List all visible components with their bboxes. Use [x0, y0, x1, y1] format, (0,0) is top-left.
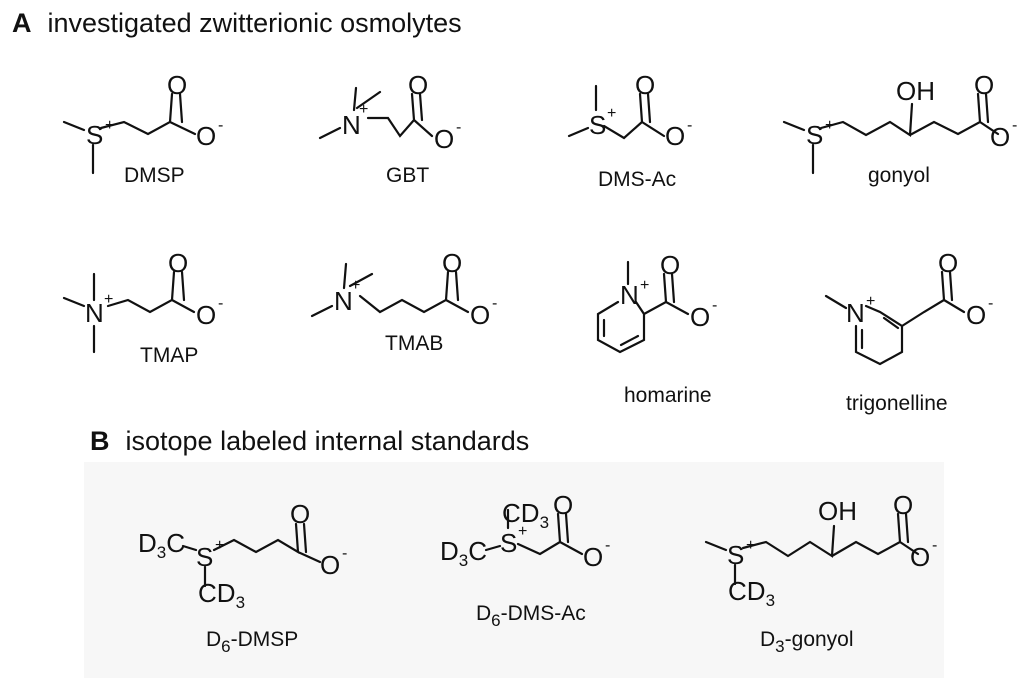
carbonyl-oxygen: O: [442, 248, 462, 278]
nitrogen-atom: N: [334, 286, 353, 316]
negative-charge: -: [456, 119, 461, 136]
negative-charge: -: [342, 545, 347, 562]
cd3-group-left: D3C: [138, 528, 185, 562]
carboxylate-oxygen: O: [196, 121, 216, 151]
section-a-title: investigated zwitterionic osmolytes: [47, 8, 462, 38]
structure-trigonelline: N + O O - trigonelline: [824, 248, 993, 415]
positive-charge: +: [359, 101, 368, 118]
structure-homarine: N + O O - homarine: [596, 250, 717, 407]
panel-b-background: [84, 462, 944, 678]
cd3-group-top: CD3: [502, 498, 549, 532]
carbonyl-oxygen: O: [553, 490, 573, 520]
carbonyl-oxygen: O: [635, 70, 655, 100]
nitrogen-atom: N: [342, 110, 361, 140]
carbonyl-oxygen: O: [938, 248, 958, 278]
cd3-group-left: D3C: [440, 536, 487, 570]
nitrogen-atom: N: [620, 280, 639, 310]
carbonyl-oxygen: O: [167, 70, 187, 100]
structure-dmsp: S + O O - DMSP: [62, 70, 223, 187]
carbonyl-oxygen: O: [408, 70, 428, 100]
carboxylate-oxygen: O: [690, 302, 710, 332]
nitrogen-atom: N: [85, 298, 104, 328]
negative-charge: -: [492, 295, 497, 312]
carboxylate-oxygen: O: [434, 124, 454, 154]
carbonyl-oxygen: O: [893, 490, 913, 520]
nitrogen-atom: N: [846, 298, 865, 328]
cd3-group-bottom: CD3: [198, 578, 245, 612]
sulfur-atom: S: [589, 110, 606, 140]
structure-gbt: N + O O - GBT: [318, 70, 461, 187]
carbonyl-oxygen: O: [974, 70, 994, 100]
section-a-letter: A: [12, 8, 32, 38]
label-d3-gonyol: D3-gonyol: [760, 628, 854, 656]
label-homarine: homarine: [624, 384, 712, 407]
negative-charge: -: [932, 537, 937, 554]
positive-charge: +: [351, 277, 360, 294]
section-b-letter: B: [90, 426, 110, 456]
carboxylate-oxygen: O: [320, 550, 340, 580]
positive-charge: +: [215, 537, 224, 554]
structure-gonyol: S + OH O O - gonyol: [782, 70, 1017, 187]
label-d6-dmsp: D6-DMSP: [206, 628, 298, 656]
sulfur-atom: S: [86, 120, 103, 150]
sulfur-atom: S: [806, 120, 823, 150]
carboxylate-oxygen: O: [470, 300, 490, 330]
negative-charge: -: [988, 295, 993, 312]
carbonyl-oxygen: O: [290, 499, 310, 529]
carboxylate-oxygen: O: [196, 300, 216, 330]
negative-charge: -: [712, 297, 717, 314]
positive-charge: +: [105, 117, 114, 134]
positive-charge: +: [607, 105, 616, 122]
label-trigonelline: trigonelline: [846, 392, 948, 415]
label-d6-dms-ac: D6-DMS-Ac: [476, 602, 586, 630]
carboxylate-oxygen: O: [910, 542, 930, 572]
structure-tmab: N + O O - TMAB: [310, 248, 497, 355]
label-gbt: GBT: [386, 164, 429, 187]
label-tmap: TMAP: [140, 344, 198, 367]
structure-tmap: N + O O - TMAP: [62, 248, 223, 367]
section-b-title: isotope labeled internal standards: [125, 426, 530, 456]
sulfur-atom: S: [500, 528, 517, 558]
hydroxyl-group: OH: [896, 76, 935, 106]
negative-charge: -: [218, 295, 223, 312]
structure-dms-ac: S + O O - DMS-Ac: [567, 70, 692, 191]
hydroxyl-group: OH: [818, 496, 857, 526]
positive-charge: +: [866, 293, 875, 310]
sulfur-atom: S: [727, 540, 744, 570]
label-dmsp: DMSP: [124, 164, 185, 187]
label-tmab: TMAB: [385, 332, 443, 355]
label-dms-ac: DMS-Ac: [598, 168, 676, 191]
positive-charge: +: [104, 291, 113, 308]
sulfur-atom: S: [196, 542, 213, 572]
negative-charge: -: [687, 117, 692, 134]
positive-charge: +: [518, 523, 527, 540]
structure-d6-dms-ac: CD3 D3C S + O O - D6-DMS-Ac: [440, 490, 610, 630]
carbonyl-oxygen: O: [660, 250, 680, 280]
carboxylate-oxygen: O: [665, 121, 685, 151]
positive-charge: +: [640, 277, 649, 294]
carboxylate-oxygen: O: [583, 542, 603, 572]
label-gonyol: gonyol: [868, 164, 930, 187]
cd3-group-bottom: CD3: [728, 576, 775, 610]
positive-charge: +: [746, 537, 755, 554]
carboxylate-oxygen: O: [990, 122, 1010, 152]
carbonyl-oxygen: O: [168, 248, 188, 278]
structure-d3-gonyol: S + CD3 OH O O - D3-gonyol: [704, 490, 937, 656]
positive-charge: +: [825, 117, 834, 134]
negative-charge: -: [1012, 117, 1017, 134]
negative-charge: -: [605, 537, 610, 554]
carboxylate-oxygen: O: [966, 300, 986, 330]
negative-charge: -: [218, 117, 223, 134]
structure-d6-dmsp: D3C S + CD3 O O - D6-DMSP: [138, 499, 347, 656]
